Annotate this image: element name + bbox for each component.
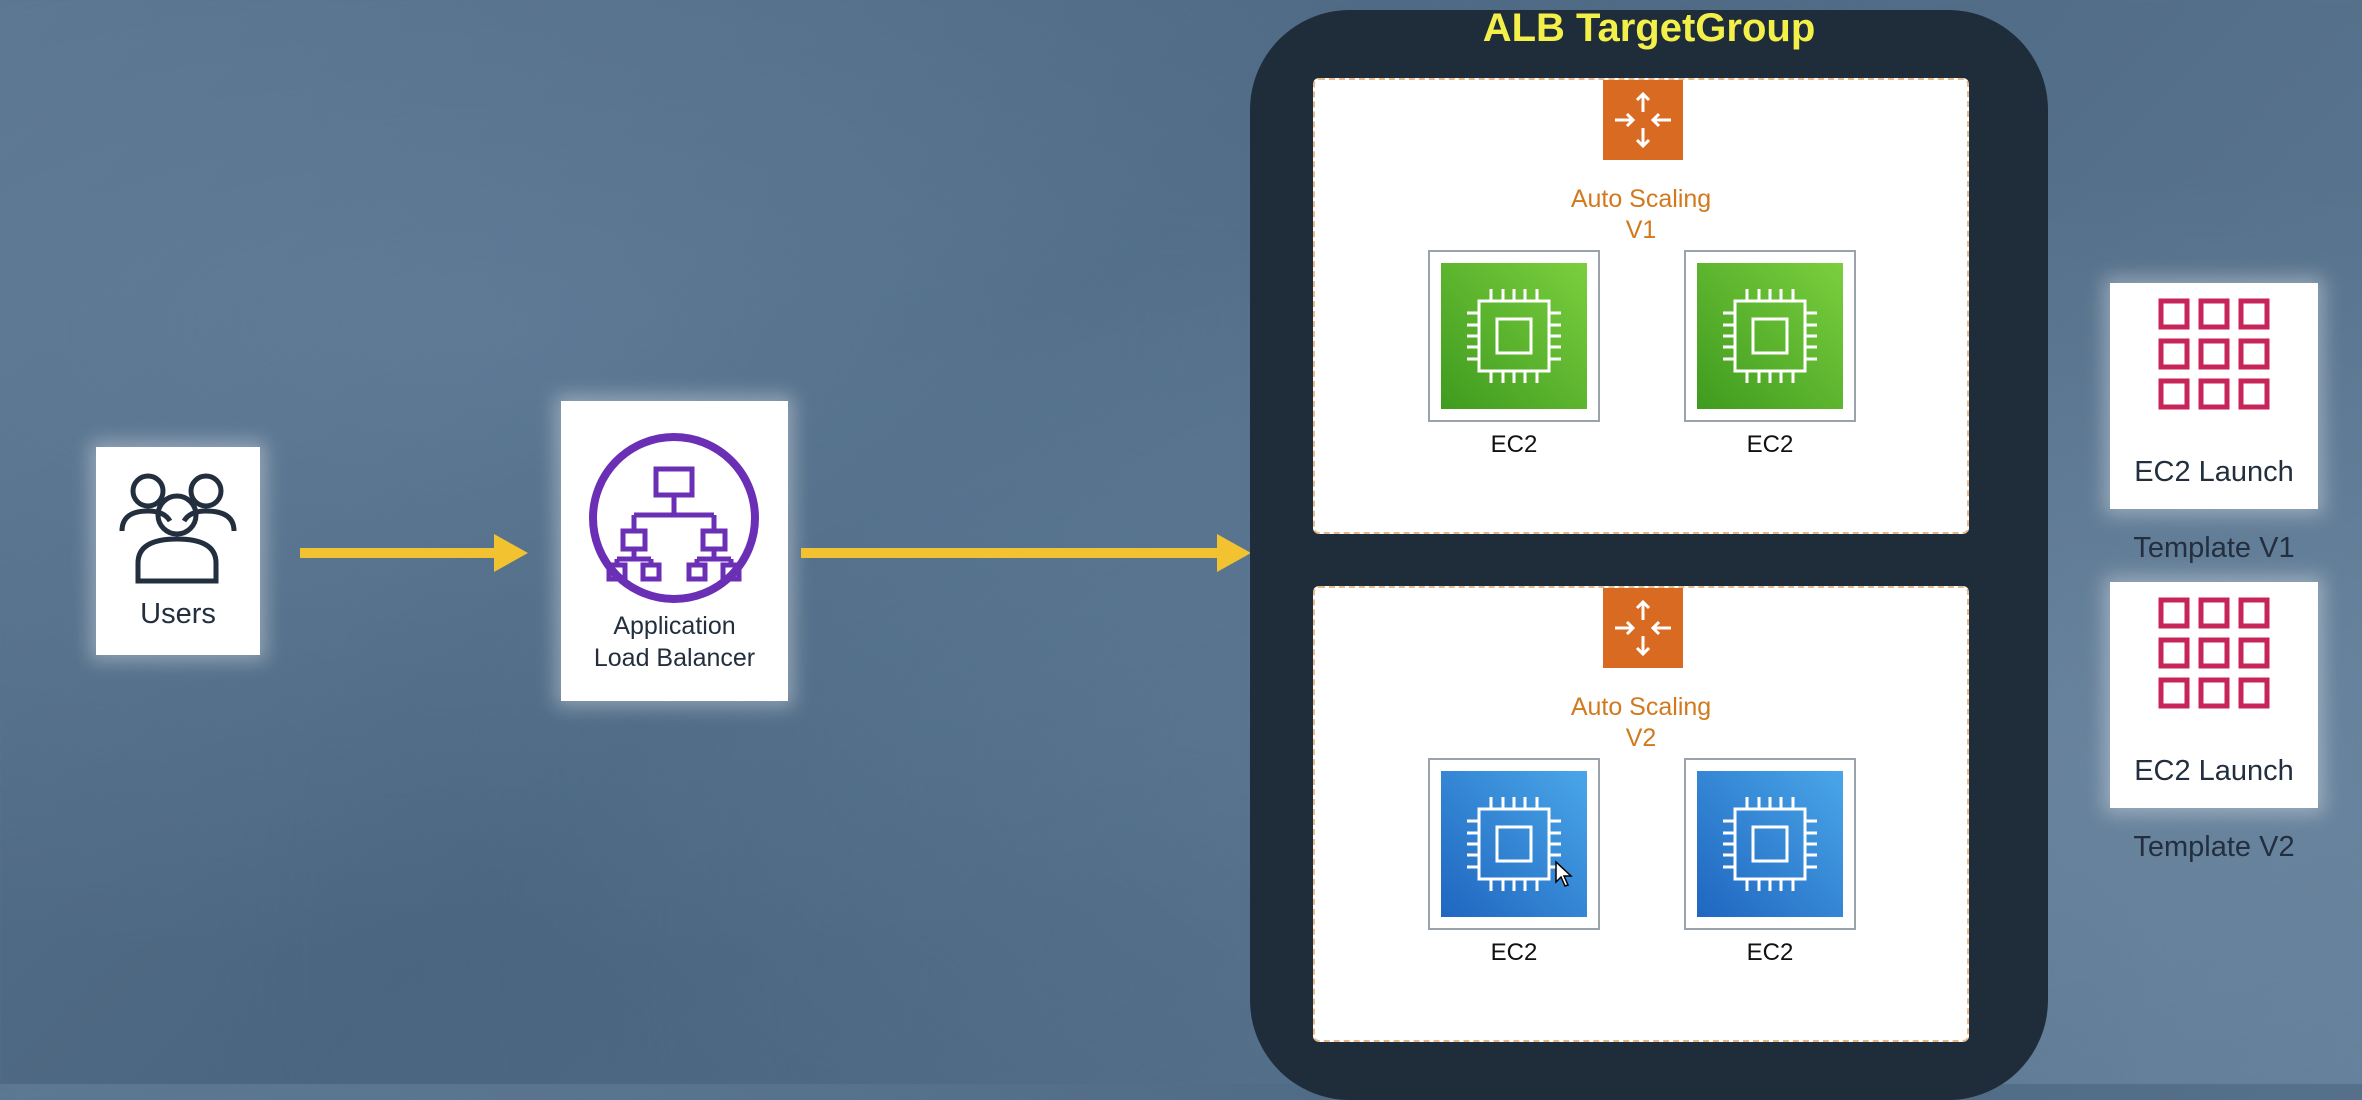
auto-scaling-icon (1603, 80, 1683, 160)
load-balancer-icon (589, 433, 759, 603)
cpu-chip-icon (1467, 797, 1561, 891)
ec2-label-v2-a: EC2 (1490, 939, 1538, 966)
auto-scaling-icon (1603, 588, 1683, 668)
launch-template-v2-line2: Template V2 (2133, 831, 2295, 863)
auto-scaling-group-v2: Auto Scaling V2 EC2 EC2 (1313, 586, 1969, 1042)
ec2-instance-v2-a (1428, 758, 1600, 930)
launch-template-v2-line1: EC2 Launch (2134, 755, 2294, 787)
cpu-chip-icon (1723, 289, 1817, 383)
auto-scaling-v1-line1: Auto Scaling (1570, 185, 1712, 213)
mouse-cursor-icon (1555, 860, 1573, 887)
launch-template-v1: EC2 Launch Template V1 (2110, 283, 2318, 564)
auto-scaling-v2-line2: V2 (1625, 724, 1657, 752)
launch-template-v1-line2: Template V1 (2133, 532, 2295, 564)
ec2-instance-v1-b (1684, 250, 1856, 422)
auto-scaling-v1-line2: V1 (1625, 216, 1657, 244)
arrow-head-users-to-alb (494, 534, 528, 572)
alb-label-line1: Application (613, 612, 736, 640)
launch-template-v2-label: EC2 Launch Template V2 (2110, 714, 2318, 904)
users-icon (119, 473, 237, 584)
auto-scaling-group-v1: Auto Scaling V1 EC2 EC2 (1313, 78, 1969, 534)
grid-icon (2158, 597, 2270, 709)
launch-template-v2: EC2 Launch Template V2 (2110, 582, 2318, 863)
launch-template-v1-label: EC2 Launch Template V1 (2110, 415, 2318, 605)
target-group-title: ALB TargetGroup (1482, 6, 1816, 50)
arrow-head-alb-to-target-group (1217, 534, 1251, 572)
grid-icon (2158, 298, 2270, 410)
alb-label-line2: Load Balancer (593, 644, 756, 672)
arrow-alb-to-target-group (801, 548, 1219, 558)
ec2-label-v2-b: EC2 (1746, 939, 1794, 966)
ec2-label-v1-b: EC2 (1746, 431, 1794, 458)
ec2-instance-v1-a (1428, 250, 1600, 422)
ec2-instance-v2-b (1684, 758, 1856, 930)
cpu-chip-icon (1467, 289, 1561, 383)
users-node: Users (96, 447, 260, 655)
ec2-label-v1-a: EC2 (1490, 431, 1538, 458)
launch-template-v1-line1: EC2 Launch (2134, 456, 2294, 488)
auto-scaling-v2-label: Auto Scaling V2 (1315, 692, 1967, 754)
alb-node: Application Load Balancer (561, 401, 788, 701)
auto-scaling-v2-line1: Auto Scaling (1570, 693, 1712, 721)
users-label: Users (140, 598, 216, 630)
auto-scaling-v1-label: Auto Scaling V1 (1315, 184, 1967, 246)
cpu-chip-icon (1723, 797, 1817, 891)
arrow-users-to-alb (300, 548, 496, 558)
